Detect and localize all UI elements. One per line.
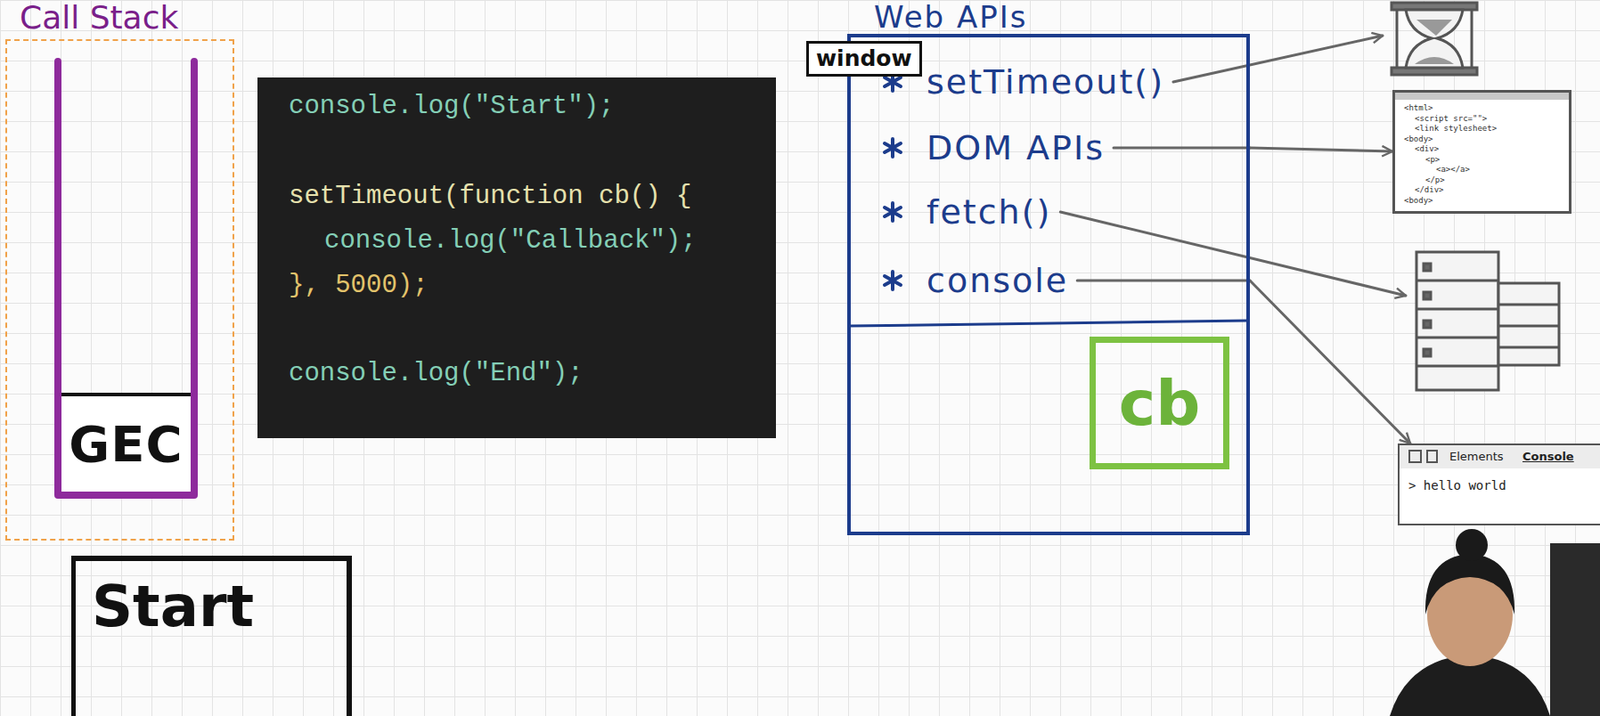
stack-outline (57, 61, 195, 496)
leader-line (1077, 279, 1250, 283)
code-line: console.log("End"); (288, 359, 584, 390)
leader-arrow (1060, 212, 1406, 296)
console-panel: Elements Console > hello world (1397, 443, 1600, 526)
region-heading: Web APIs (873, 0, 1028, 34)
markup-line: <p> (1425, 155, 1564, 166)
server-lights (1423, 263, 1431, 357)
api-item: DOM APIs (926, 126, 1105, 170)
code-line: setTimeout(function cb() { (288, 181, 692, 213)
markup-line: </div> (1414, 185, 1564, 196)
output-text: Start (91, 573, 331, 640)
callback-box: cb (1089, 336, 1230, 470)
context-label: GEC (68, 415, 183, 474)
callback-label: cb (1118, 367, 1201, 441)
markup-line: <link stylesheet> (1414, 123, 1564, 135)
hourglass-glass (1405, 9, 1463, 68)
asterisk (884, 203, 901, 221)
console-output: > hello world (1408, 477, 1507, 494)
api-item: console (926, 259, 1069, 303)
server-icon (1416, 252, 1560, 391)
markup-line: </p> (1425, 175, 1564, 187)
server-cabinet (1416, 252, 1499, 391)
code-line: console.log("Callback"); (324, 226, 697, 257)
code-line: console.log("Start"); (288, 91, 614, 123)
tab-label: Elements (1449, 448, 1504, 466)
tab-label: window (816, 44, 913, 74)
markup-line: <div> (1414, 144, 1564, 156)
hourglass-icon (1391, 2, 1478, 75)
leader-line (1113, 146, 1250, 150)
hourglass-post (1396, 9, 1472, 68)
markup-line: <script src=""> (1414, 114, 1564, 125)
markup-line: <body> (1404, 195, 1564, 207)
connector-arrow (1249, 147, 1393, 152)
hair (1425, 554, 1515, 615)
connector-arrow (1249, 280, 1411, 444)
code-panel: console.log("Start"); setTimeout(function… (257, 77, 776, 439)
asterisk-bullets (884, 73, 901, 290)
asterisk (884, 138, 901, 157)
window-tab: window (806, 40, 923, 77)
presenter-figure (1389, 529, 1600, 716)
web-apis-box: Web APIssetTimeout()DOM APIsfetch()conso… (847, 33, 1250, 536)
asterisk (884, 271, 901, 290)
markup-line: <html> (1404, 103, 1564, 115)
execution-context-box: GEC (61, 392, 191, 492)
hourglass-sand (1414, 57, 1454, 65)
api-item: fetch() (926, 190, 1052, 234)
api-item: setTimeout() (926, 60, 1165, 104)
code-line: }, 5000); (288, 270, 429, 302)
server-cabinet (1498, 283, 1560, 366)
output-box: Start (71, 555, 352, 716)
server-drawers (1498, 304, 1560, 348)
region-heading: Call Stack (19, 0, 179, 36)
html-document: <html><script src=""><link stylesheet><b… (1392, 89, 1572, 214)
hourglass-sand (1416, 19, 1453, 36)
markup-line: <body> (1404, 134, 1564, 146)
markup-line: <a></a> (1436, 164, 1564, 176)
tab-label: Console (1522, 448, 1575, 466)
divider-line (848, 320, 1249, 327)
chair (1550, 543, 1600, 716)
hair-bun (1455, 529, 1488, 562)
leader-arrow (1173, 35, 1383, 82)
call-stack-region: Call StackGEC (5, 39, 235, 541)
